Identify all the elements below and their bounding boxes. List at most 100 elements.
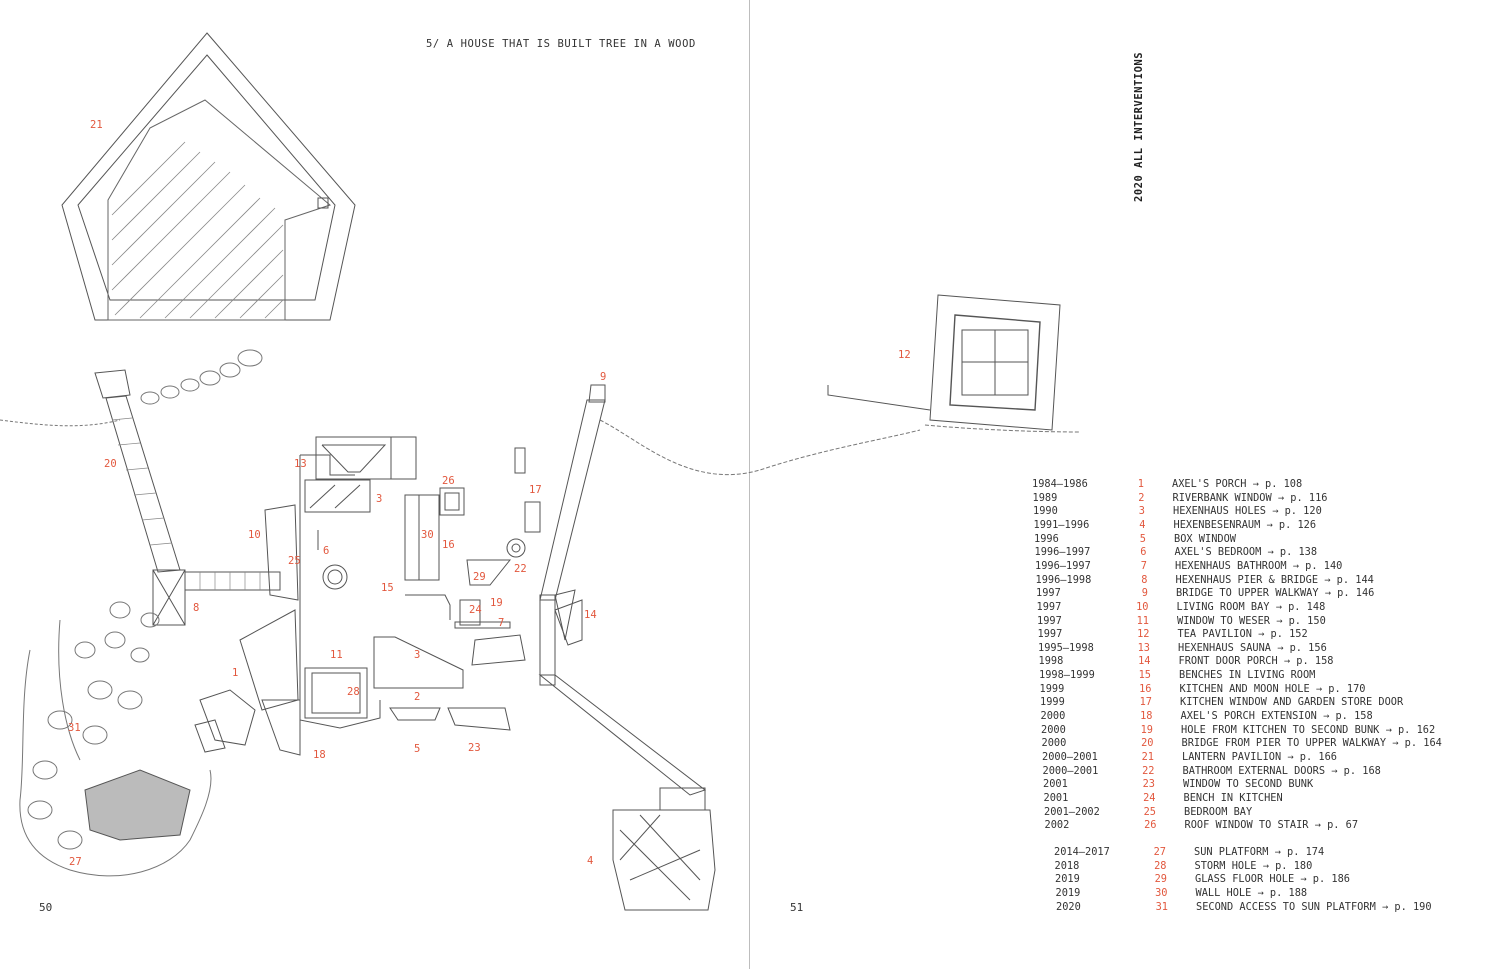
legend-number: 19	[1140, 723, 1153, 736]
legend-year: 1996	[1034, 532, 1059, 545]
plan-label: 12	[898, 349, 911, 361]
plan-label: 23	[468, 742, 481, 754]
legend-number: 12	[1137, 628, 1150, 641]
legend-year: 1997	[1036, 587, 1061, 600]
legend-year: 1997	[1037, 628, 1063, 641]
page-number-right: 51	[790, 901, 804, 914]
legend-description: BENCH IN KITCHEN	[1183, 791, 1283, 804]
legend-description: AXEL'S BEDROOM → p. 138	[1174, 546, 1318, 559]
plan-label: 21	[90, 119, 103, 131]
legend-year: 1996–1998	[1035, 573, 1092, 586]
legend-number: 24	[1143, 791, 1156, 804]
legend-number: 21	[1141, 751, 1154, 763]
legend-description: BATHROOM EXTERNAL DOORS → p. 168	[1182, 764, 1381, 777]
legend-year: 1990	[1033, 505, 1058, 518]
legend-description: SUN PLATFORM → p. 174	[1194, 846, 1325, 858]
plan-label: 7	[498, 617, 504, 629]
legend-number: 5	[1139, 532, 1146, 545]
legend-number: 2	[1138, 491, 1145, 504]
legend-year: 2001–2002	[1044, 805, 1100, 818]
legend-year: 2014–2017	[1054, 846, 1110, 858]
plan-label: 13	[294, 458, 307, 470]
plan-label: 3	[414, 649, 420, 661]
legend-description: TEA PAVILION → p. 152	[1177, 628, 1308, 641]
legend-year: 2000	[1041, 723, 1066, 736]
legend-description: AXEL'S PORCH → p. 108	[1172, 478, 1303, 490]
legend-description: HEXENHAUS SAUNA → p. 156	[1178, 641, 1327, 654]
legend-number: 1	[1137, 478, 1144, 490]
legend-description: WINDOW TO WESER → p. 150	[1177, 614, 1326, 627]
legend-description: WINDOW TO SECOND BUNK	[1183, 778, 1314, 791]
plan-label: 6	[323, 545, 329, 557]
legend-description: BOX WINDOW	[1174, 532, 1236, 545]
plan-label: 29	[473, 571, 486, 583]
plan-label: 24	[469, 604, 482, 616]
legend-year: 1999	[1039, 682, 1065, 695]
legend-year: 1999	[1040, 696, 1065, 709]
page-number-left: 50	[39, 901, 53, 914]
plan-label: 3	[376, 493, 382, 505]
legend-description: LIVING ROOM BAY → p. 148	[1176, 600, 1326, 613]
legend-description: BEDROOM BAY	[1184, 805, 1253, 818]
plan-label: 20	[104, 458, 117, 470]
legend-number: 28	[1154, 859, 1167, 872]
plan-label: 11	[330, 649, 343, 661]
legend-year: 2002	[1044, 819, 1070, 832]
legend-number: 14	[1138, 655, 1151, 668]
plan-label: 27	[69, 856, 82, 868]
legend-description: KITCHEN WINDOW AND GARDEN STORE DOOR	[1180, 696, 1404, 709]
legend-number: 20	[1141, 737, 1154, 750]
legend-description: BENCHES IN LIVING ROOM	[1179, 669, 1316, 682]
page-title: 5/ A HOUSE THAT IS BUILT TREE IN A WOOD	[426, 38, 696, 50]
legend-description: HEXENHAUS BATHROOM → p. 140	[1175, 559, 1343, 572]
legend-number: 29	[1154, 873, 1167, 886]
legend-number: 26	[1144, 819, 1157, 832]
legend-year: 1984–1986	[1032, 478, 1088, 490]
plan-label: 16	[442, 539, 455, 551]
legend-number: 25	[1143, 805, 1156, 818]
plan-label: 9	[600, 371, 606, 383]
plan-label: 22	[514, 563, 527, 575]
page-gutter	[749, 0, 750, 969]
legend-number: 30	[1155, 886, 1168, 899]
legend-number: 7	[1140, 559, 1147, 572]
legend-description: LANTERN PAVILION → p. 166	[1182, 751, 1337, 763]
legend-year: 2001	[1043, 791, 1069, 804]
legend-description: HOLE FROM KITCHEN TO SECOND BUNK → p. 16…	[1181, 723, 1436, 736]
legend-year: 2018	[1054, 859, 1080, 872]
legend-description: KITCHEN AND MOON HOLE → p. 170	[1179, 682, 1366, 695]
plan-label: 31	[68, 722, 81, 734]
plan-label: 25	[288, 555, 301, 567]
plan-label: 5	[414, 743, 420, 755]
legend-number: 17	[1139, 696, 1152, 709]
legend-number: 8	[1141, 573, 1148, 586]
legend-description: STORM HOLE → p. 180	[1194, 859, 1313, 872]
legend-year: 1996–1997	[1035, 559, 1091, 572]
legend-description: HEXENBESENRAUM → p. 126	[1173, 518, 1317, 531]
legend-number: 13	[1137, 641, 1150, 654]
legend-description: GLASS FLOOR HOLE → p. 186	[1195, 873, 1350, 886]
legend-number: 31	[1155, 900, 1168, 913]
plan-label: 8	[193, 602, 199, 614]
plan-label: 26	[442, 475, 455, 487]
legend-year: 2019	[1055, 873, 1080, 886]
plan-label: 19	[490, 597, 503, 609]
hexenbesenraum-drawing	[612, 809, 716, 911]
legend-description: BRIDGE FROM PIER TO UPPER WALKWAY → p. 1…	[1181, 737, 1442, 750]
plan-label: 18	[313, 749, 326, 761]
legend-year: 2020	[1056, 900, 1081, 913]
plan-labels: 21 20 13 3 26 17 9 12 10 6 25 30 16 8 15…	[68, 119, 911, 868]
legend-year: 1995–1998	[1038, 641, 1094, 654]
legend-description: FRONT DOOR PORCH → p. 158	[1178, 655, 1334, 668]
tea-pavilion-drawing	[827, 294, 1061, 431]
legend-year: 1991–1996	[1033, 518, 1090, 531]
legend-year: 2000	[1040, 710, 1066, 723]
stone-path	[0, 349, 1081, 476]
plan-label: 28	[347, 686, 360, 698]
legend-number: 16	[1139, 682, 1152, 695]
plan-label: 10	[248, 529, 261, 541]
legend-description: BRIDGE TO UPPER WALKWAY → p. 146	[1176, 587, 1375, 600]
legend-number: 18	[1140, 710, 1153, 723]
plan-label: 17	[529, 484, 542, 496]
